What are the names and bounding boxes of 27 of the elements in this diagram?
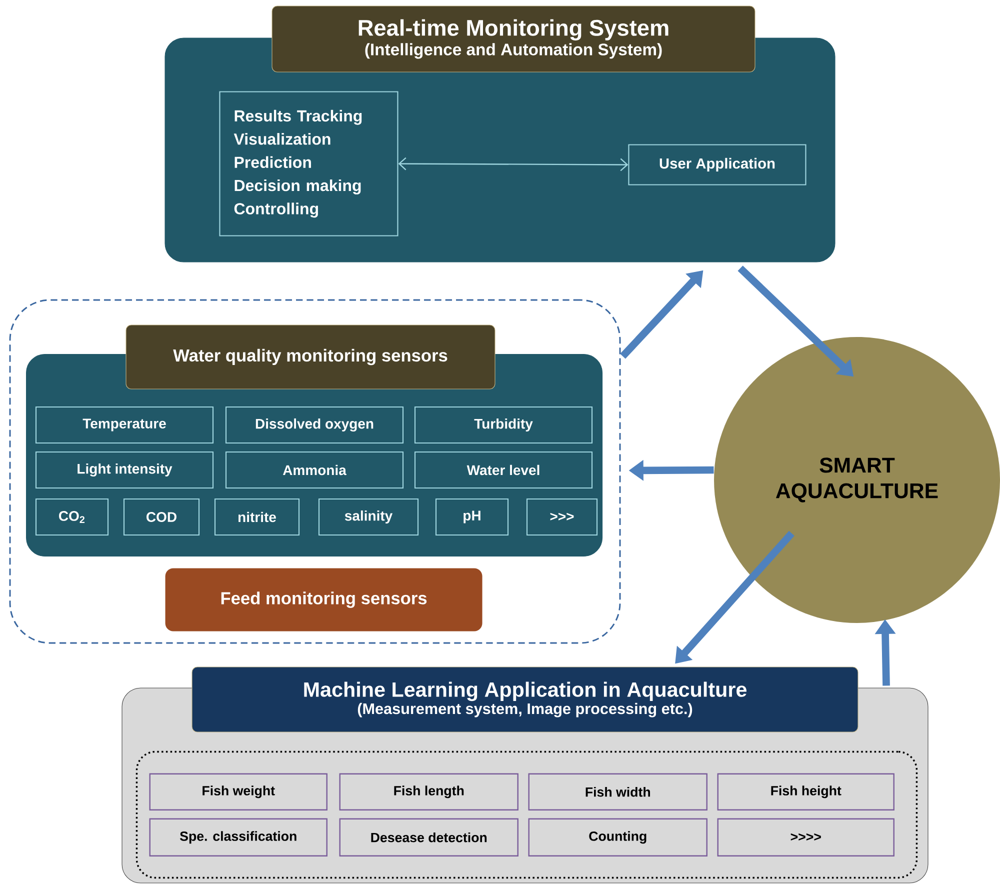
sensor-box: CO$_{2}$ <box>35 498 109 536</box>
measurement-box: Fish height <box>717 773 894 810</box>
measurement-box: Fish length <box>339 773 518 810</box>
sensor-box: Ammonia <box>225 451 404 489</box>
arrow <box>398 157 628 172</box>
measurement-box: Desease detection <box>339 818 518 856</box>
sensor-box: >>> <box>526 498 598 536</box>
measurement-box: Spe. classification <box>149 818 328 856</box>
application-box: User Application <box>628 144 806 186</box>
measurement-box: Fish width <box>528 773 708 810</box>
measurement-group-outline <box>136 750 918 879</box>
sensor-box: COD <box>123 498 200 536</box>
sensor-box: nitrite <box>214 498 300 536</box>
sensor-group-outline <box>9 299 621 644</box>
sensor-box: Water level <box>414 451 593 489</box>
sensor-box: salinity <box>318 498 419 536</box>
sensor-box: Dissolved oxygen <box>225 406 404 444</box>
node-label: Real-time Monitoring System <box>358 19 668 40</box>
sensor-box: Light intensity <box>35 451 214 489</box>
measurement-box: Fish weight <box>149 773 328 810</box>
measurement-box: Counting <box>528 818 708 856</box>
sensor-box: pH <box>435 498 509 536</box>
function-list-box: Results Tracking Visualization Prediction Decision making Controlling <box>219 91 398 236</box>
sensor-box: Turbidity <box>414 406 593 444</box>
measurement-box: >>>> <box>717 818 894 856</box>
sensor-box: Temperature <box>35 406 214 444</box>
feed-sensor-box: Feed monitoring sensors <box>165 568 482 632</box>
